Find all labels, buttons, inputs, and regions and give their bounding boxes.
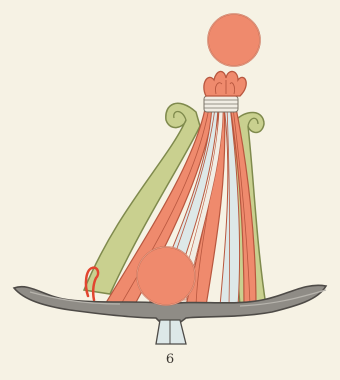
- binding-ties: [204, 96, 238, 112]
- lotus-capital: [204, 71, 246, 96]
- figure-number: 6: [0, 352, 340, 368]
- central-stem: [156, 320, 186, 344]
